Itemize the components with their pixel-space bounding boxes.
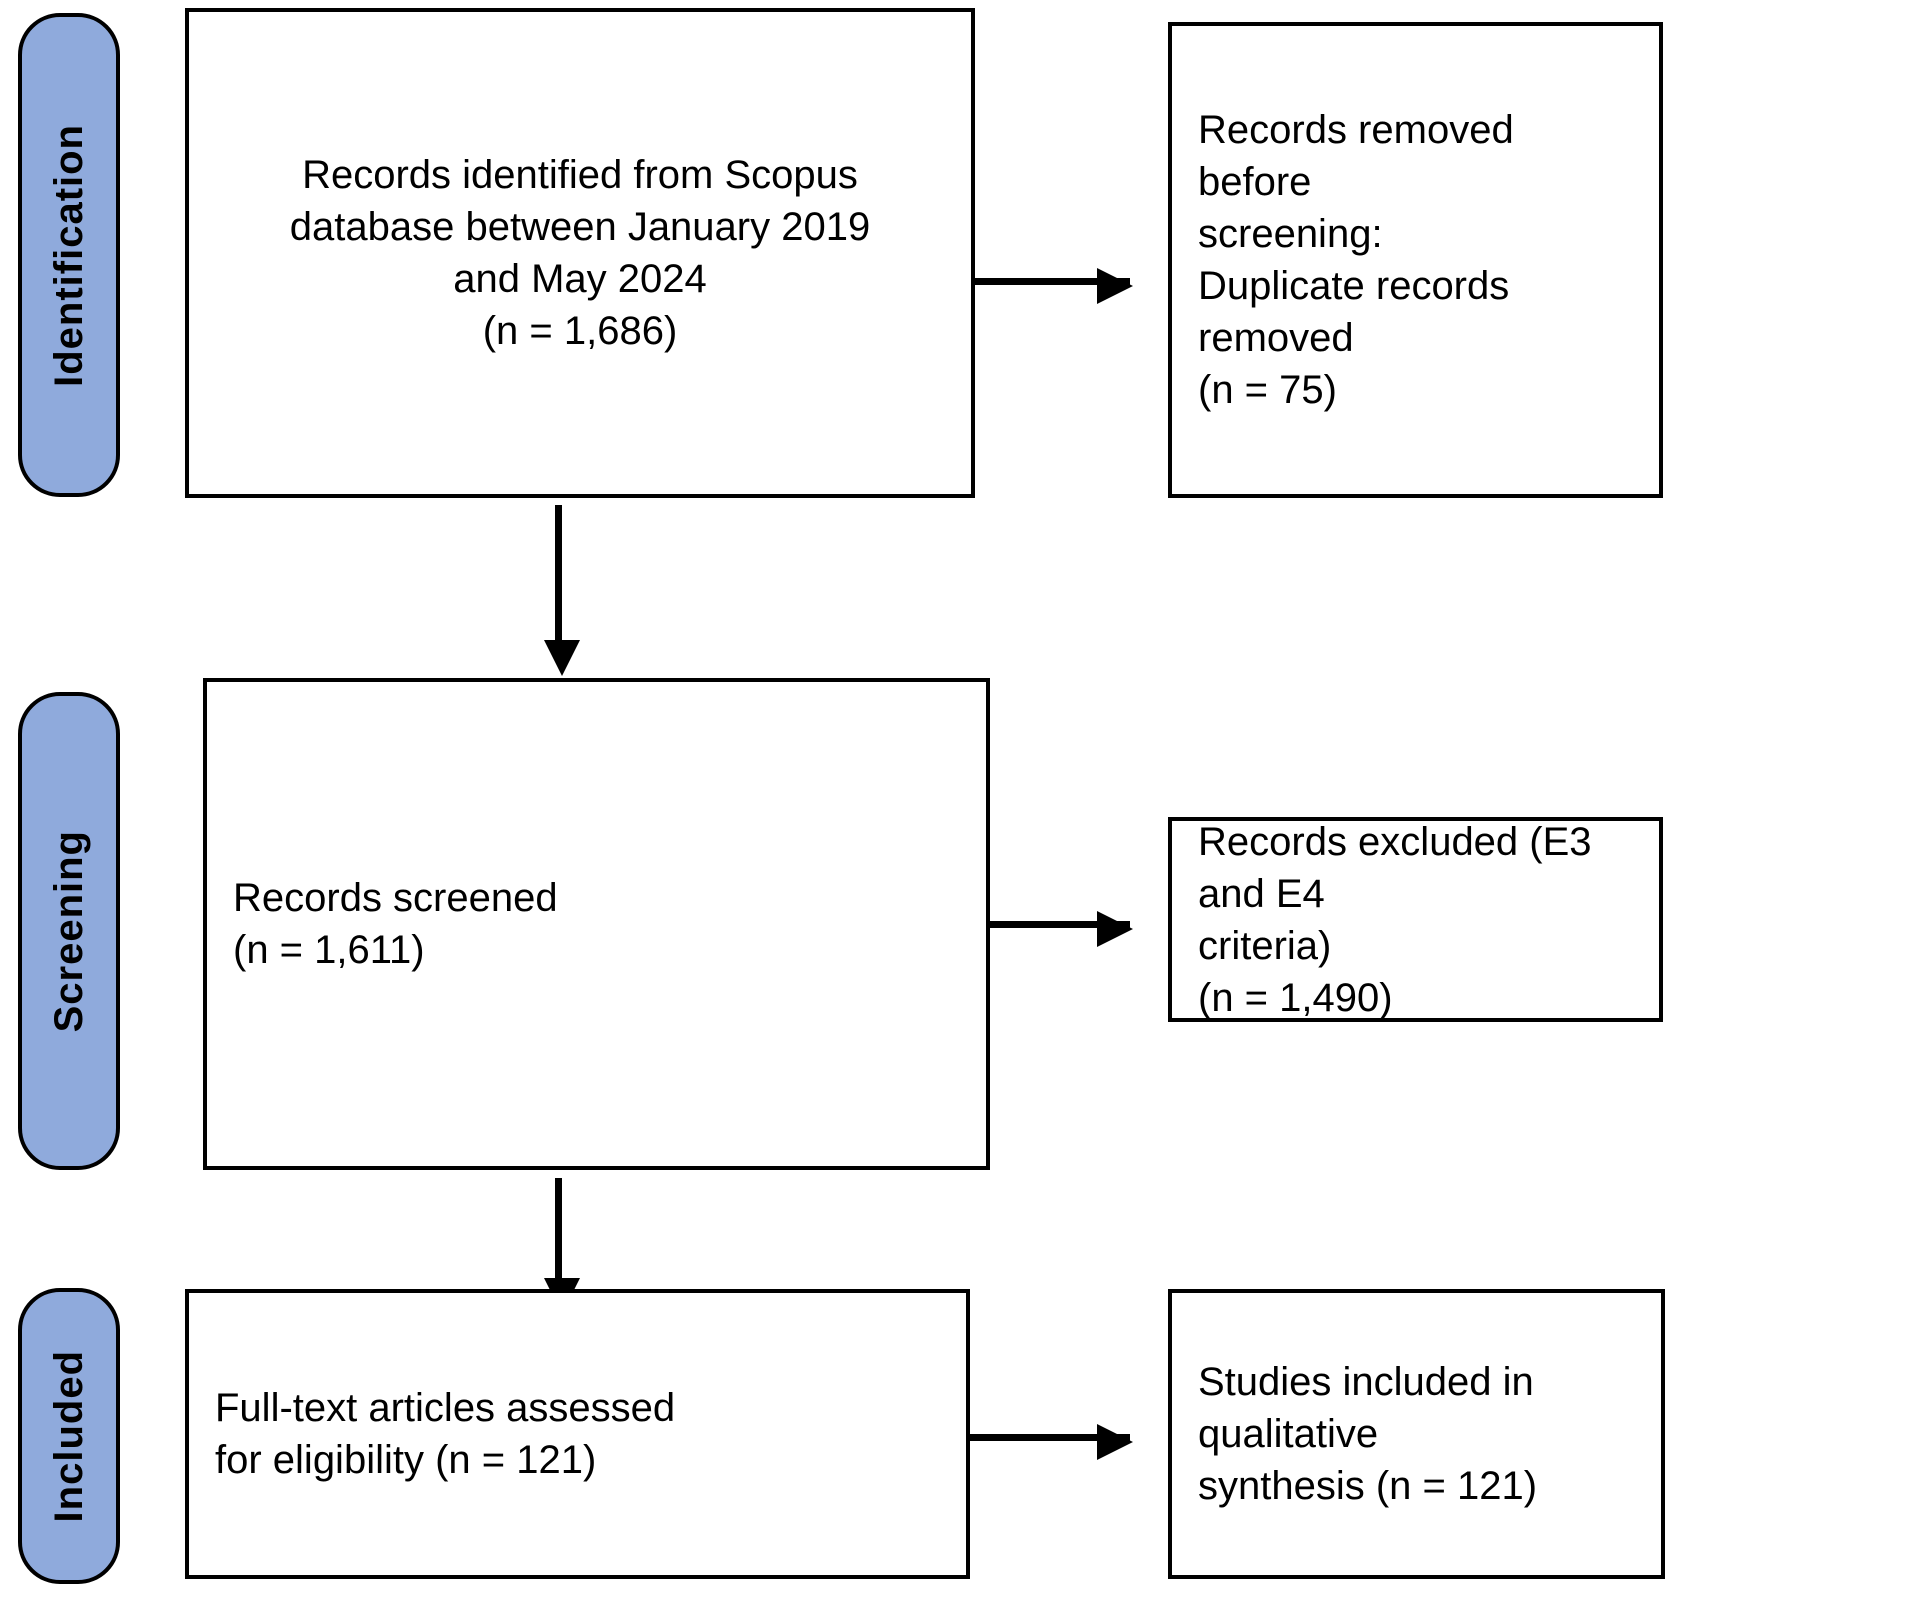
phase-label-screening: Screening <box>47 829 91 1033</box>
arrow-fulltext-to-included <box>970 1424 1133 1460</box>
box-fulltext-assessed-text: Full-text articles assessed for eligibil… <box>215 1386 676 1482</box>
box-records-identified-text: Records identified from Scopus database … <box>289 153 871 353</box>
phase-label-included: Included <box>47 1349 91 1523</box>
phase-label-identification: Identification <box>47 123 91 387</box>
box-studies-included-text: Studies included in qualitative synthesi… <box>1198 1360 1538 1508</box>
phase-pill-screening: Screening <box>18 692 120 1170</box>
box-studies-included: Studies included in qualitative synthesi… <box>1168 1289 1665 1579</box>
box-records-screened-text: Records screened (n = 1,611) <box>233 876 558 972</box>
arrow-screened-to-excluded <box>990 911 1133 947</box>
box-records-excluded-text: Records excluded (E3 and E4 criteria) (n… <box>1198 819 1592 1020</box>
box-records-identified: Records identified from Scopus database … <box>185 8 975 498</box>
arrow-identified-to-screened <box>544 505 580 676</box>
phase-pill-identification: Identification <box>18 13 120 497</box>
box-fulltext-assessed: Full-text articles assessed for eligibil… <box>185 1289 970 1579</box>
arrow-screened-to-fulltext <box>544 1178 580 1314</box>
phase-pill-included: Included <box>18 1288 120 1584</box>
box-records-removed-before-screening: Records removed before screening: Duplic… <box>1168 22 1663 498</box>
box-records-removed-text: Records removed before screening: Duplic… <box>1198 108 1514 412</box>
arrow-identified-to-removed <box>975 268 1133 304</box>
box-records-screened: Records screened (n = 1,611) <box>203 678 990 1170</box>
box-records-excluded: Records excluded (E3 and E4 criteria) (n… <box>1168 817 1663 1022</box>
